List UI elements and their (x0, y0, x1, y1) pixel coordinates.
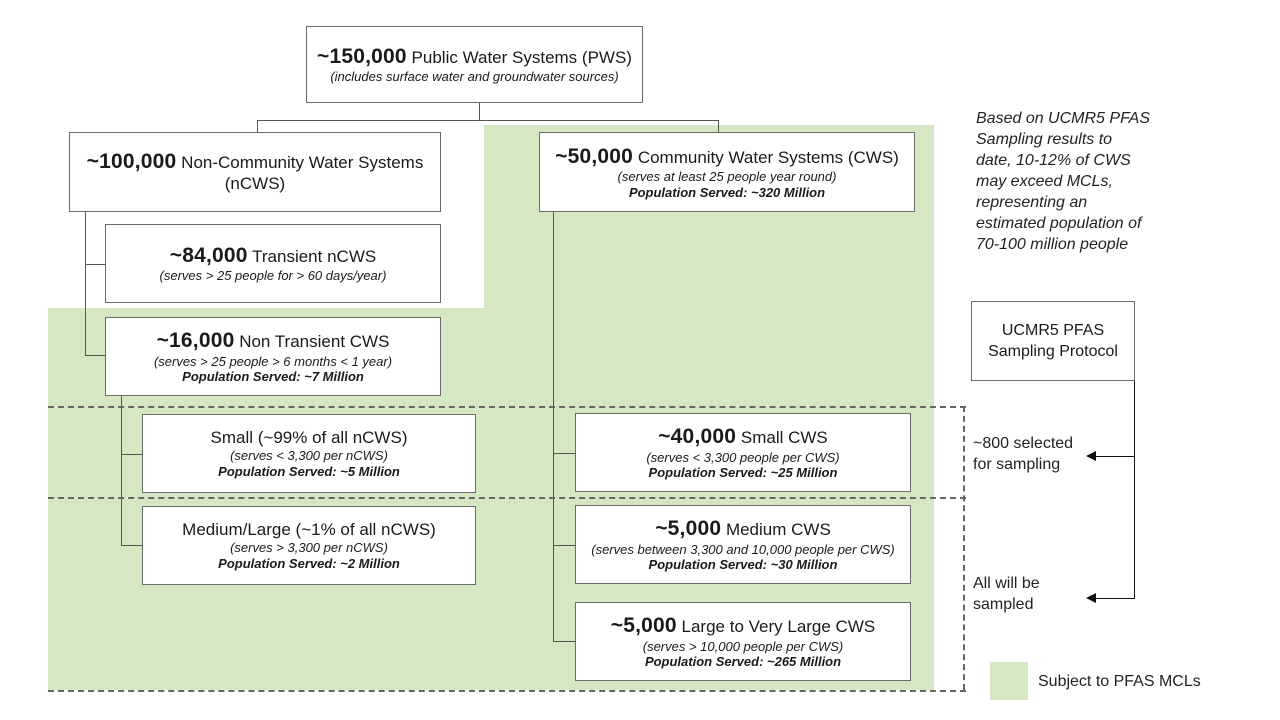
cws-count: ~50,000 (555, 144, 634, 168)
ucmr5-results-note: Based on UCMR5 PFAS Sampling results to … (976, 108, 1176, 255)
nontransient-count: ~16,000 (156, 329, 235, 353)
nontransient-title: Non Transient CWS (239, 332, 390, 352)
connector-ncws-up (257, 120, 258, 132)
ncws-count: ~100,000 (86, 150, 177, 174)
medlarge-ncws-title: Medium/Large (~1% of all nCWS) (182, 519, 436, 539)
connector-cws-up (718, 120, 719, 132)
medium-cws-population: Population Served: ~30 Million (648, 557, 838, 573)
protocol-line1: UCMR5 PFAS (1001, 322, 1105, 339)
medium-cws-count: ~5,000 (655, 517, 722, 541)
ncws-title: Non-Community Water Systems (181, 153, 424, 173)
ncws-box: ~100,000 Non-Community Water Systems (nC… (69, 132, 441, 212)
large-cws-count: ~5,000 (610, 614, 677, 638)
small-cws-population: Population Served: ~25 Million (648, 465, 838, 481)
connector-cws-trunk (553, 212, 554, 642)
selected-line1: ~800 selected (973, 435, 1074, 452)
small-cws-box: ~40,000 Small CWS (serves < 3,300 people… (575, 413, 911, 492)
large-cws-title: Large to Very Large CWS (681, 617, 876, 637)
cws-subtitle: (serves at least 25 people year round) (617, 169, 837, 184)
small-cws-count: ~40,000 (658, 425, 737, 449)
arrow-all-line (1096, 598, 1134, 599)
small-ncws-population: Population Served: ~5 Million (218, 463, 400, 479)
protocol-line2: Sampling Protocol (988, 343, 1118, 360)
note-line: Based on UCMR5 PFAS (976, 110, 1150, 127)
transient-count: ~84,000 (169, 244, 248, 268)
selected-line2: for sampling (973, 456, 1061, 473)
arrow-selected-head (1086, 451, 1096, 461)
small-ncws-box: Small (~99% of all nCWS) (serves < 3,300… (142, 414, 476, 493)
connector-small-cws (553, 453, 575, 454)
medium-cws-title: Medium CWS (725, 520, 831, 540)
separator-small-top (48, 406, 966, 408)
large-cws-subtitle: (serves > 10,000 people per CWS) (642, 638, 844, 654)
pws-box: ~150,000 Public Water Systems (PWS) (inc… (306, 26, 643, 103)
medlarge-ncws-box: Medium/Large (~1% of all nCWS) (serves >… (142, 506, 476, 585)
ncws-title-abbrev: (nCWS) (224, 174, 286, 194)
connector-pws-down (479, 103, 480, 120)
connector-large-cws (553, 641, 575, 642)
bracket-right (963, 406, 965, 690)
cws-box: ~50,000 Community Water Systems (CWS) (s… (539, 132, 915, 212)
protocol-arrow-trunk (1134, 381, 1135, 599)
small-ncws-title: Small (~99% of all nCWS) (210, 427, 408, 447)
nontransient-subtitle: (serves > 25 people > 6 months < 1 year) (153, 353, 393, 369)
note-line: representing an (976, 194, 1088, 211)
connector-medlarge-ncws (121, 545, 142, 546)
medlarge-ncws-population: Population Served: ~2 Million (218, 555, 400, 571)
small-ncws-subtitle: (serves < 3,300 per nCWS) (230, 448, 388, 464)
cws-title: Community Water Systems (CWS) (637, 147, 899, 167)
arrow-selected-line (1096, 456, 1134, 457)
pws-title: Public Water Systems (PWS) (411, 48, 632, 68)
connector-pws-branch (257, 120, 719, 121)
note-line: 70-100 million people (976, 236, 1129, 253)
note-line: Sampling results to (976, 131, 1113, 148)
connector-ncws-trunk (85, 212, 86, 356)
nontransient-population: Population Served: ~7 Million (182, 369, 364, 385)
separator-medium-top (48, 497, 966, 499)
arrow-all-head (1086, 593, 1096, 603)
legend-label: Subject to PFAS MCLs (1038, 673, 1201, 690)
connector-transient (85, 264, 105, 265)
large-cws-box: ~5,000 Large to Very Large CWS (serves >… (575, 602, 911, 681)
all-sampled-label: All will be sampled (973, 573, 1040, 615)
pws-subtitle: (includes surface water and groundwater … (330, 69, 619, 85)
small-cws-title: Small CWS (740, 428, 828, 448)
all-sampled-line1: All will be (973, 575, 1040, 592)
note-line: may exceed MCLs, (976, 173, 1113, 190)
connector-nontransient (85, 355, 105, 356)
connector-small-ncws (121, 454, 142, 455)
sampling-protocol-box: UCMR5 PFAS Sampling Protocol (971, 301, 1135, 381)
transient-ncws-box: ~84,000 Transient nCWS (serves > 25 peop… (105, 224, 441, 303)
connector-medium-cws (553, 545, 575, 546)
small-cws-subtitle: (serves < 3,300 people per CWS) (646, 449, 840, 465)
all-sampled-line2: sampled (973, 596, 1034, 613)
connector-nontransient-trunk (121, 396, 122, 546)
transient-title: Transient nCWS (252, 247, 377, 267)
separator-bottom (48, 690, 966, 692)
large-cws-population: Population Served: ~265 Million (644, 654, 842, 670)
pws-count: ~150,000 (317, 45, 407, 69)
selected-for-sampling-label: ~800 selected for sampling (973, 433, 1073, 475)
medlarge-ncws-subtitle: (serves > 3,300 per nCWS) (230, 540, 388, 556)
cws-population: Population Served: ~320 Million (628, 184, 826, 200)
medium-cws-box: ~5,000 Medium CWS (serves between 3,300 … (575, 505, 911, 584)
note-line: estimated population of (976, 215, 1142, 232)
medium-cws-subtitle: (serves between 3,300 and 10,000 people … (591, 541, 895, 557)
nontransient-box: ~16,000 Non Transient CWS (serves > 25 p… (105, 317, 441, 396)
note-line: date, 10-12% of CWS (976, 152, 1131, 169)
legend-swatch (990, 662, 1028, 700)
transient-subtitle: (serves > 25 people for > 60 days/year) (159, 268, 387, 284)
